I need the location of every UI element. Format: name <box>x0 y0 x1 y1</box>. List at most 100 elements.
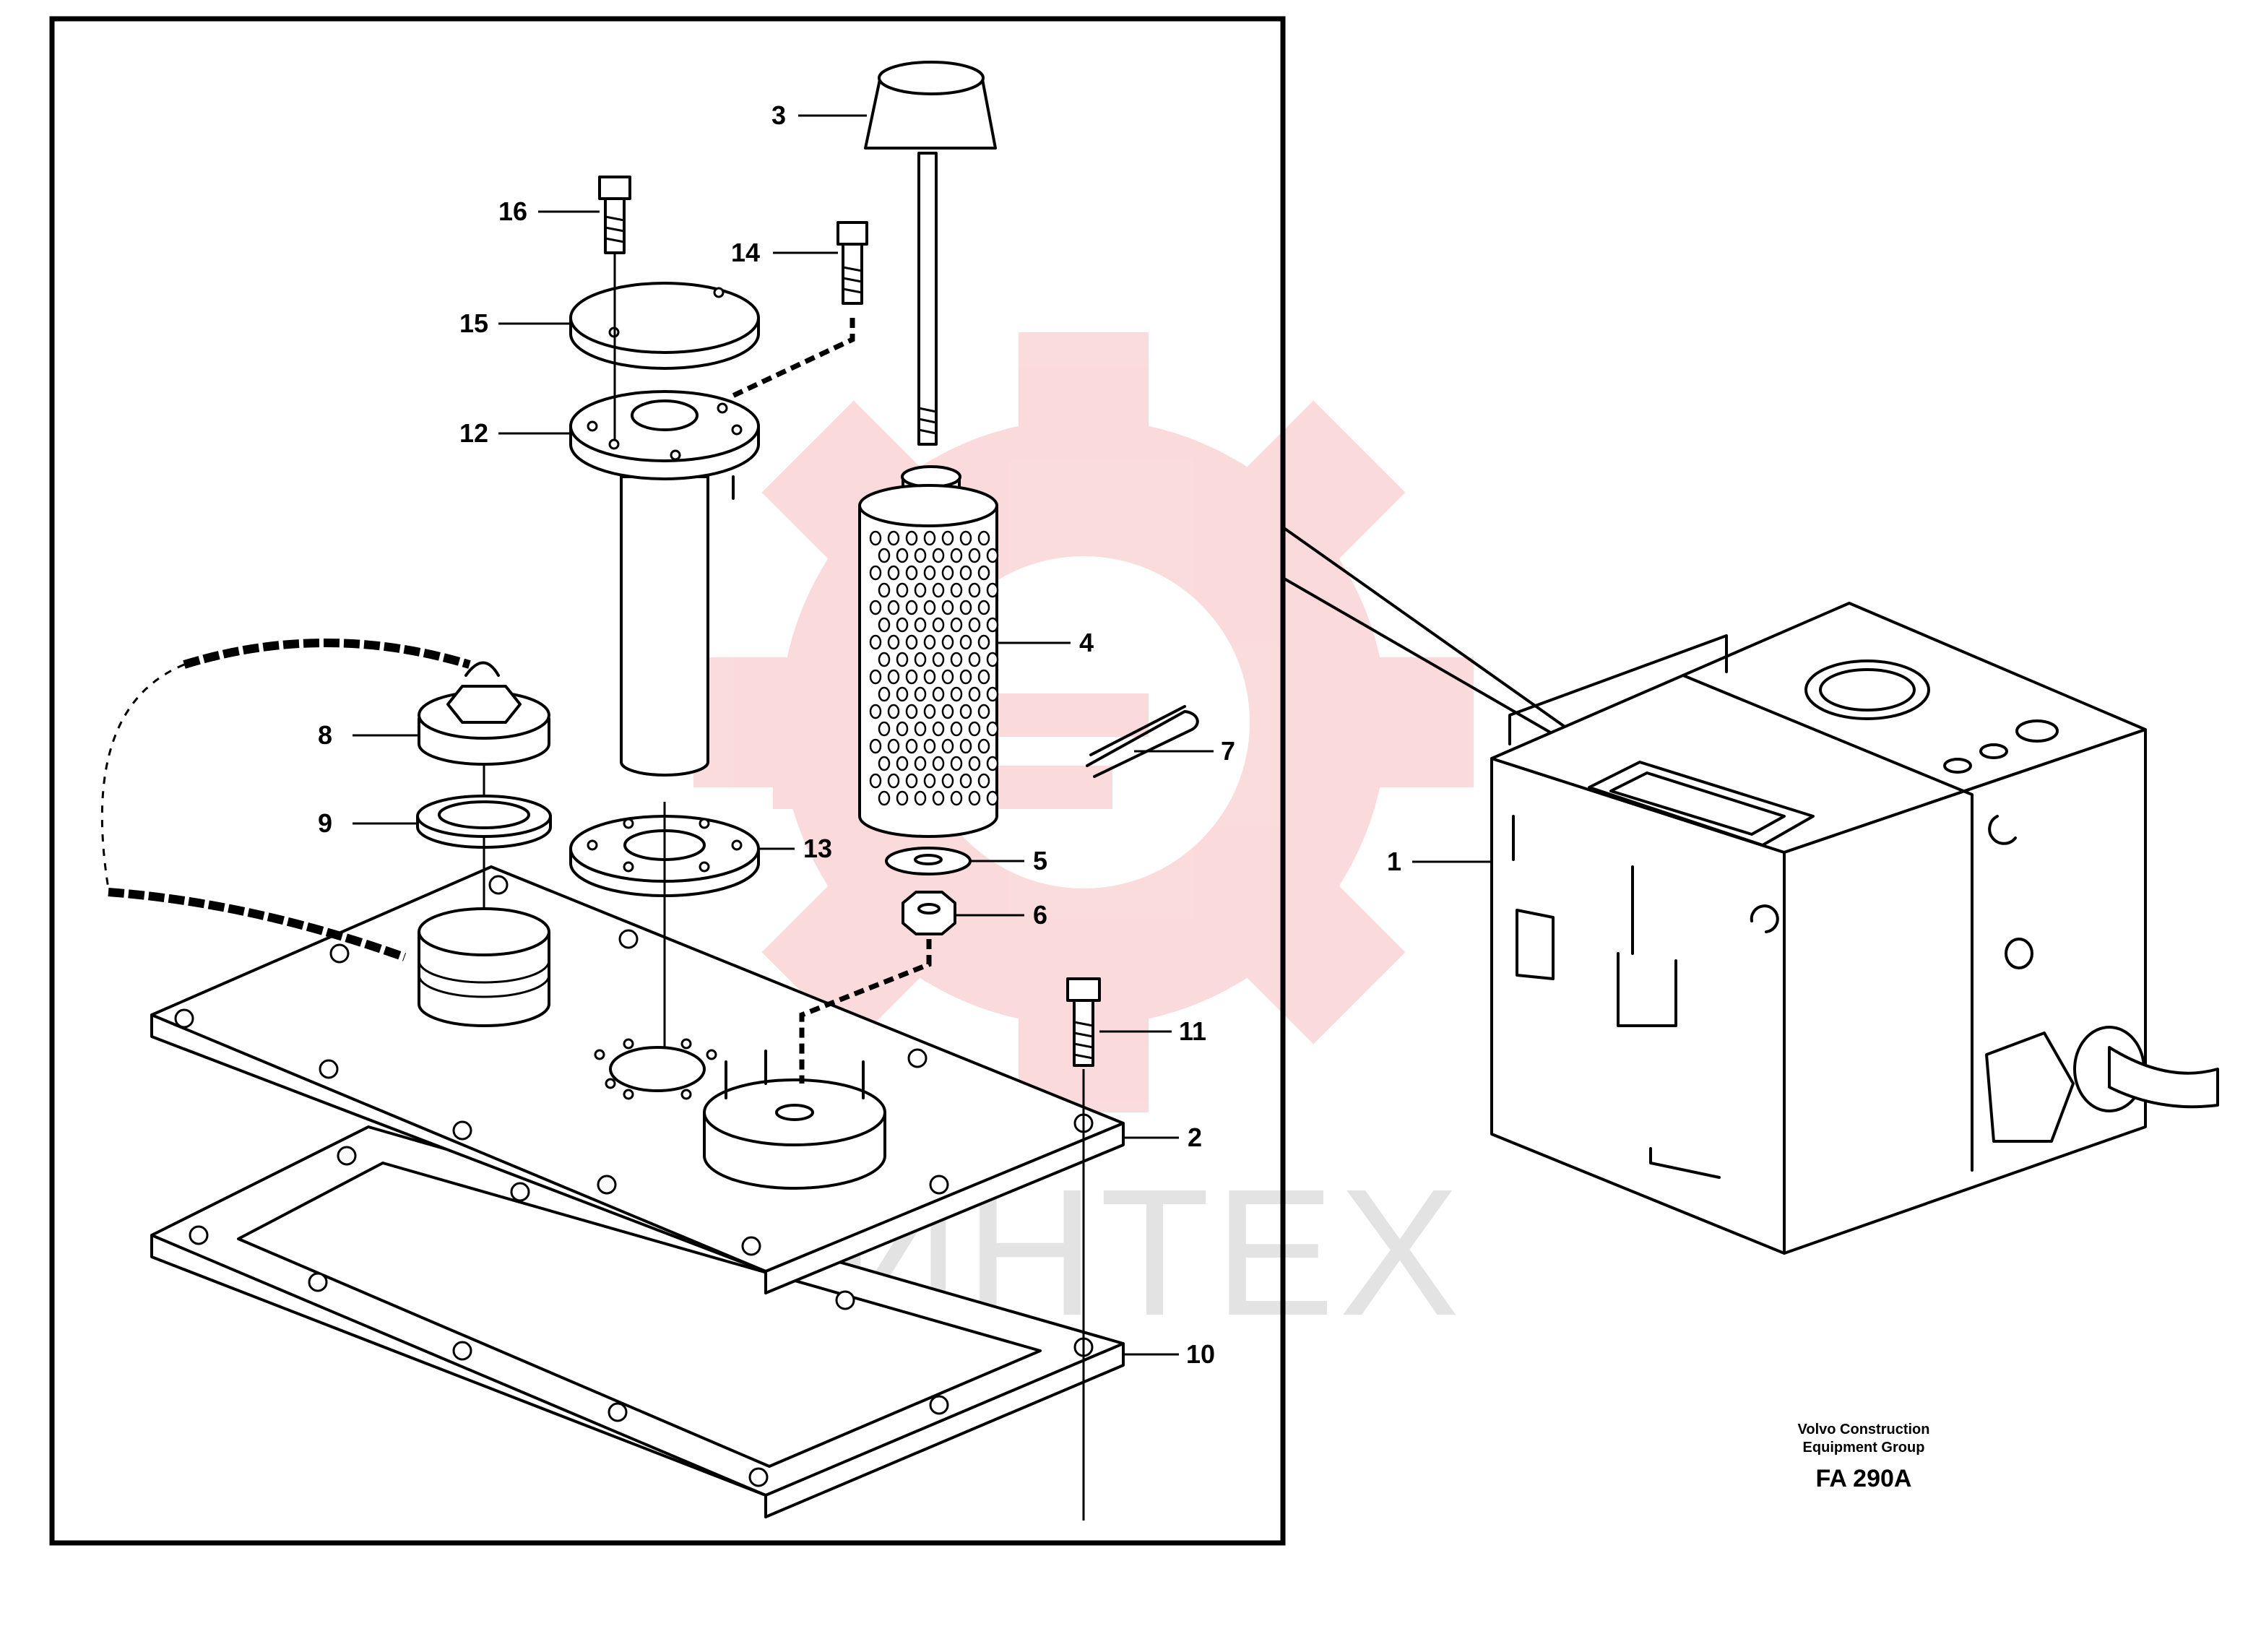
perforation-hole <box>887 773 900 789</box>
perforation-hole <box>959 669 972 685</box>
perforation-hole <box>905 773 918 789</box>
perforation-hole <box>977 565 990 581</box>
part-12-filler-tube <box>569 390 760 777</box>
detail-frame <box>49 16 1286 1546</box>
perforation-hole <box>923 530 936 546</box>
perforation-hole <box>896 582 909 598</box>
perforation-hole <box>950 652 963 667</box>
perforation-hole <box>923 704 936 719</box>
perforation-hole <box>869 600 882 615</box>
callout-9: 9 <box>318 808 332 838</box>
perforation-hole <box>932 756 945 771</box>
perforation-hole <box>977 600 990 615</box>
perforation-hole <box>977 530 990 546</box>
callout-6: 6 <box>1033 900 1047 930</box>
perforation-hole <box>941 669 954 685</box>
perforation-hole <box>914 721 927 737</box>
perforation-hole <box>905 738 918 754</box>
perforation-hole <box>968 617 981 633</box>
perforation-hole <box>950 790 963 806</box>
perforation-hole <box>878 617 891 633</box>
callout-14: 14 <box>731 238 760 267</box>
perforation-hole <box>887 669 900 685</box>
part-9-seal-ring <box>416 795 552 849</box>
perforation-hole <box>914 686 927 702</box>
perforation-hole <box>896 617 909 633</box>
perforation-hole <box>905 634 918 650</box>
perforation-hole <box>932 686 945 702</box>
callout-4: 4 <box>1079 628 1094 657</box>
perforation-hole <box>950 617 963 633</box>
retaining-chain <box>100 639 471 961</box>
drawing-code: FA 290A <box>1816 1465 1912 1492</box>
perforation-hole <box>941 565 954 581</box>
perforation-hole <box>905 530 918 546</box>
filler-neck <box>418 907 550 1027</box>
perforation-hole <box>878 548 891 563</box>
perforation-hole <box>977 704 990 719</box>
perforation-hole <box>878 686 891 702</box>
callout-8: 8 <box>318 720 332 750</box>
perforation-hole <box>887 600 900 615</box>
callout-12: 12 <box>459 418 488 448</box>
perforation-hole <box>977 669 990 685</box>
perforation-hole <box>977 773 990 789</box>
perforation-hole <box>932 617 945 633</box>
perforation-hole <box>968 686 981 702</box>
perforation-hole <box>950 686 963 702</box>
perforation-hole <box>869 669 882 685</box>
callout-11: 11 <box>1179 1016 1206 1046</box>
callout-10: 10 <box>1186 1339 1215 1369</box>
callout-2: 2 <box>1188 1123 1202 1152</box>
filter-perforations <box>869 530 999 806</box>
strainer-basket <box>703 1050 886 1190</box>
callout-5: 5 <box>1033 846 1047 875</box>
perforation-hole <box>896 686 909 702</box>
perforation-hole <box>968 652 981 667</box>
callout-13: 13 <box>803 834 832 863</box>
perforation-hole <box>959 704 972 719</box>
perforation-hole <box>923 634 936 650</box>
part-14-bolt <box>728 221 868 400</box>
part-2-base-plate <box>150 865 1125 1294</box>
perforation-hole <box>968 582 981 598</box>
perforation-hole <box>941 773 954 789</box>
perforation-hole <box>905 669 918 685</box>
perforation-hole <box>914 790 927 806</box>
perforation-hole <box>968 756 981 771</box>
perforation-hole <box>878 756 891 771</box>
perforation-hole <box>941 634 954 650</box>
perforation-hole <box>887 704 900 719</box>
perforation-hole <box>869 634 882 650</box>
perforation-hole <box>941 600 954 615</box>
perforation-hole <box>986 652 999 667</box>
part-5-washer <box>885 847 972 875</box>
callout-1: 1 <box>1387 847 1401 876</box>
perforation-hole <box>905 565 918 581</box>
perforation-hole <box>932 652 945 667</box>
part-16-bolt <box>598 176 631 441</box>
perforation-hole <box>878 721 891 737</box>
perforation-hole <box>986 548 999 563</box>
perforation-hole <box>914 617 927 633</box>
perforation-hole <box>878 582 891 598</box>
perforation-hole <box>977 738 990 754</box>
perforation-hole <box>923 773 936 789</box>
perforation-hole <box>914 756 927 771</box>
perforation-hole <box>959 565 972 581</box>
perforation-hole <box>878 790 891 806</box>
perforation-hole <box>896 721 909 737</box>
part-3-dipstick <box>864 61 997 446</box>
perforation-hole <box>959 600 972 615</box>
perforation-hole <box>986 582 999 598</box>
perforation-hole <box>959 738 972 754</box>
callout-7: 7 <box>1221 736 1235 766</box>
perforation-hole <box>941 704 954 719</box>
perforation-hole <box>932 582 945 598</box>
perforation-hole <box>959 634 972 650</box>
perforation-hole <box>932 721 945 737</box>
perforation-hole <box>932 790 945 806</box>
perforation-hole <box>986 790 999 806</box>
callout-3: 3 <box>771 100 786 130</box>
